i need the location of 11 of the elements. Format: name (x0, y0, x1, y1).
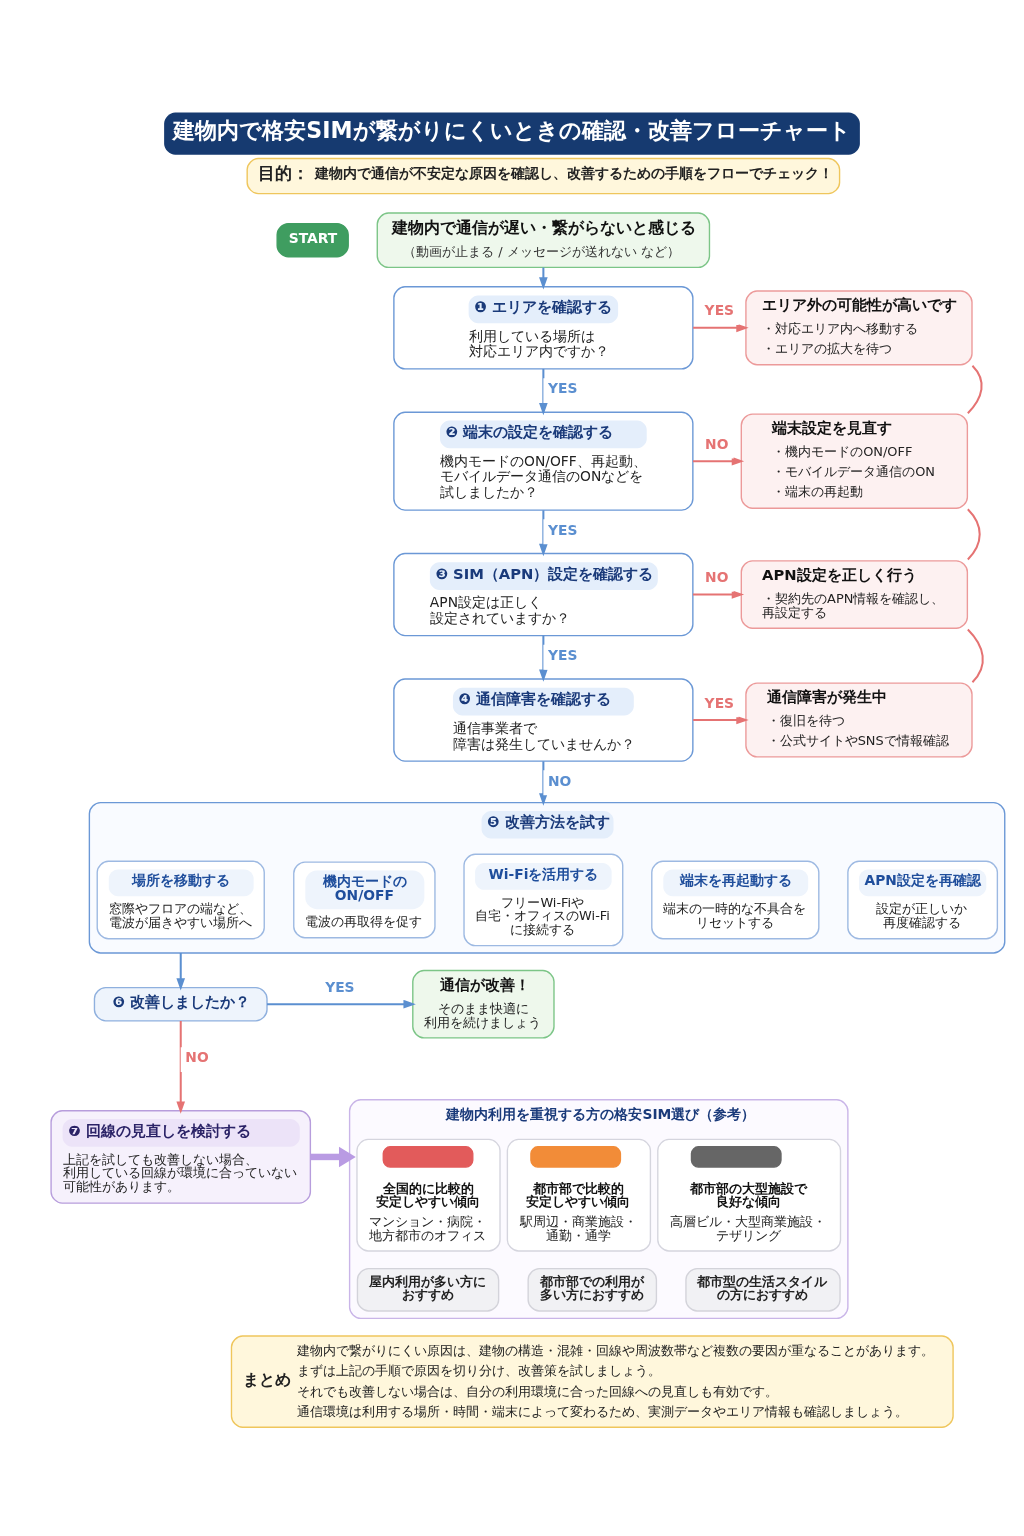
edge-label: YES (547, 380, 578, 397)
edge-label: YES (704, 694, 735, 711)
diagram-title: 建物内で格安SIMが繋がりにくいときの確認・改善フローチャート (173, 117, 851, 144)
edge-label: YES (547, 647, 578, 664)
edge-label: YES (547, 521, 578, 538)
edge-label: NO (705, 435, 729, 452)
edge-label: YES (325, 978, 355, 995)
edge-label: YES (704, 302, 735, 319)
edge-label: NO (705, 569, 729, 586)
edge-label: NO (547, 772, 572, 789)
edge-label: NO (185, 1049, 209, 1066)
